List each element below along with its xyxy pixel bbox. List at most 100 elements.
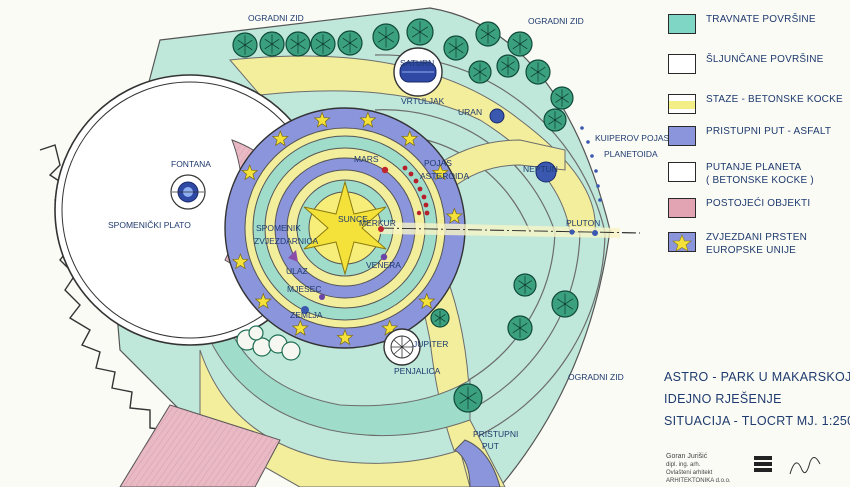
tree-hatch <box>290 34 306 54</box>
tree-hatch <box>342 33 358 53</box>
label-monument-1: SPOMENIK <box>256 223 301 233</box>
legend-swatch <box>668 198 696 218</box>
label-monument-2: ZVJEZDARNICA <box>254 236 319 246</box>
tree-hatch <box>555 89 569 107</box>
legend-item: STAZE - BETONSKE KOCKE <box>668 94 846 120</box>
star-icon <box>672 234 692 252</box>
planet-mjesec <box>319 294 325 300</box>
author-name: Goran Jurišić <box>666 453 708 460</box>
legend-item: TRAVNATE POVRŠINE <box>668 14 846 40</box>
tree-hatch <box>557 293 573 315</box>
legend-label: STAZE - BETONSKE KOCKE <box>706 94 843 105</box>
eu-star <box>254 292 272 309</box>
author-role: Ovlašteni arhitekt <box>666 470 713 476</box>
legend-label-2: ( BETONSKE KOCKE ) <box>706 175 814 186</box>
tree-hatch <box>518 276 532 294</box>
legend-label: PRISTUPNI PUT - ASFALT <box>706 126 832 137</box>
concrete-path-north <box>429 139 566 191</box>
label-kuiper-1: KUIPEROV POJAS <box>595 133 669 143</box>
label-uran: URAN <box>458 107 482 117</box>
tree-hatch <box>548 111 562 129</box>
label-moon: MJESEC <box>287 284 321 294</box>
label-pluto: PLUTON <box>566 218 600 228</box>
entrance-marker <box>288 250 298 262</box>
sun-rays <box>303 180 387 276</box>
grass-lower <box>209 329 471 437</box>
legend-item: PRISTUPNI PUT - ASFALT <box>668 126 846 152</box>
tree-hatch <box>459 386 477 410</box>
label-sun: SUNCE <box>338 214 368 224</box>
eu-star <box>313 111 331 128</box>
legend-item: ŠLJUNČANE POVRŠINE <box>668 54 846 80</box>
label-belt-1: POJAS <box>424 158 452 168</box>
label-monument-plaza: SPOMENIČKI PLATO <box>108 220 191 230</box>
bushes <box>236 325 301 361</box>
tree-hatch <box>512 34 528 54</box>
label-wall-1: OGRADNI ZID <box>248 13 304 23</box>
tree-hatch <box>530 62 546 82</box>
label-venus: VENERA <box>366 260 401 270</box>
planet-pluton <box>592 230 598 236</box>
eu-star <box>418 292 436 309</box>
label-access-2: PUT <box>482 441 499 451</box>
legend-swatch <box>668 14 696 34</box>
legend-label: ZVJEZDANI PRSTEN <box>706 232 807 243</box>
label-kuiper-2: PLANETOIDA <box>604 149 658 159</box>
legend-label: ŠLJUNČANE POVRŠINE <box>706 54 824 65</box>
label-wall-3: OGRADNI ZID <box>568 372 624 382</box>
eu-star <box>431 164 449 181</box>
label-entrance: ULAZ <box>286 266 308 276</box>
firm-name: ARHITEKTONIKA d.o.o. <box>666 478 731 484</box>
legend-swatch <box>668 162 696 182</box>
legend-item: POSTOJEĆI OBJEKTI <box>668 198 846 224</box>
trees <box>232 18 579 413</box>
legend-swatch <box>668 54 696 74</box>
legend-swatch <box>668 94 696 114</box>
tree-hatch <box>378 26 394 48</box>
author-title: dipl. ing. arh. <box>666 462 701 468</box>
label-mars: MARS <box>354 154 379 164</box>
label-fountain: FONTANA <box>171 159 211 169</box>
tree-hatch <box>473 63 487 81</box>
eu-star <box>401 130 419 147</box>
legend-swatch <box>668 126 696 146</box>
legend-label: TRAVNATE POVRŠINE <box>706 14 816 25</box>
eu-star <box>271 130 289 147</box>
tree-hatch <box>512 318 528 338</box>
label-carousel: VRTULJAK <box>401 96 445 106</box>
planet-zemlja <box>301 306 309 314</box>
legend-label: PUTANJE PLANETA <box>706 162 802 173</box>
tree-hatch <box>315 34 331 54</box>
eu-star <box>445 207 463 224</box>
tree-hatch <box>480 24 496 44</box>
signature-icon <box>789 457 821 475</box>
eu-star <box>359 111 377 128</box>
label-merkur: MERKUR <box>359 218 396 228</box>
planet-venera <box>380 253 388 261</box>
legend-swatch <box>668 232 696 252</box>
planet-uran <box>489 108 505 124</box>
tree-hatch <box>237 35 253 55</box>
eu-star <box>336 329 354 346</box>
title-line-3: SITUACIJA - TLOCRT MJ. 1:250 <box>664 414 850 428</box>
planet-neptun <box>535 161 557 183</box>
planet-mars <box>381 166 389 174</box>
eu-star <box>291 319 309 336</box>
eu-star <box>241 164 259 181</box>
tree-hatch <box>448 38 464 58</box>
title-line-2: IDEJNO RJEŠENJE <box>664 392 782 406</box>
label-belt-2: ASTEROIDA <box>420 171 469 181</box>
label-climber: PENJALICA <box>394 366 441 376</box>
firm-logo-icon <box>754 456 772 472</box>
label-access-1: PRISTUPNI <box>473 429 518 439</box>
eu-star <box>381 319 399 336</box>
label-neptun: NEPTUN <box>523 164 558 174</box>
tree-hatch <box>434 310 446 326</box>
tree-hatch <box>412 21 428 43</box>
label-wall-2: OGRADNI ZID <box>528 16 584 26</box>
planet-merkur <box>378 226 384 232</box>
title-line-1: ASTRO - PARK U MAKARSKOJ <box>664 370 850 384</box>
access-road <box>454 439 501 487</box>
